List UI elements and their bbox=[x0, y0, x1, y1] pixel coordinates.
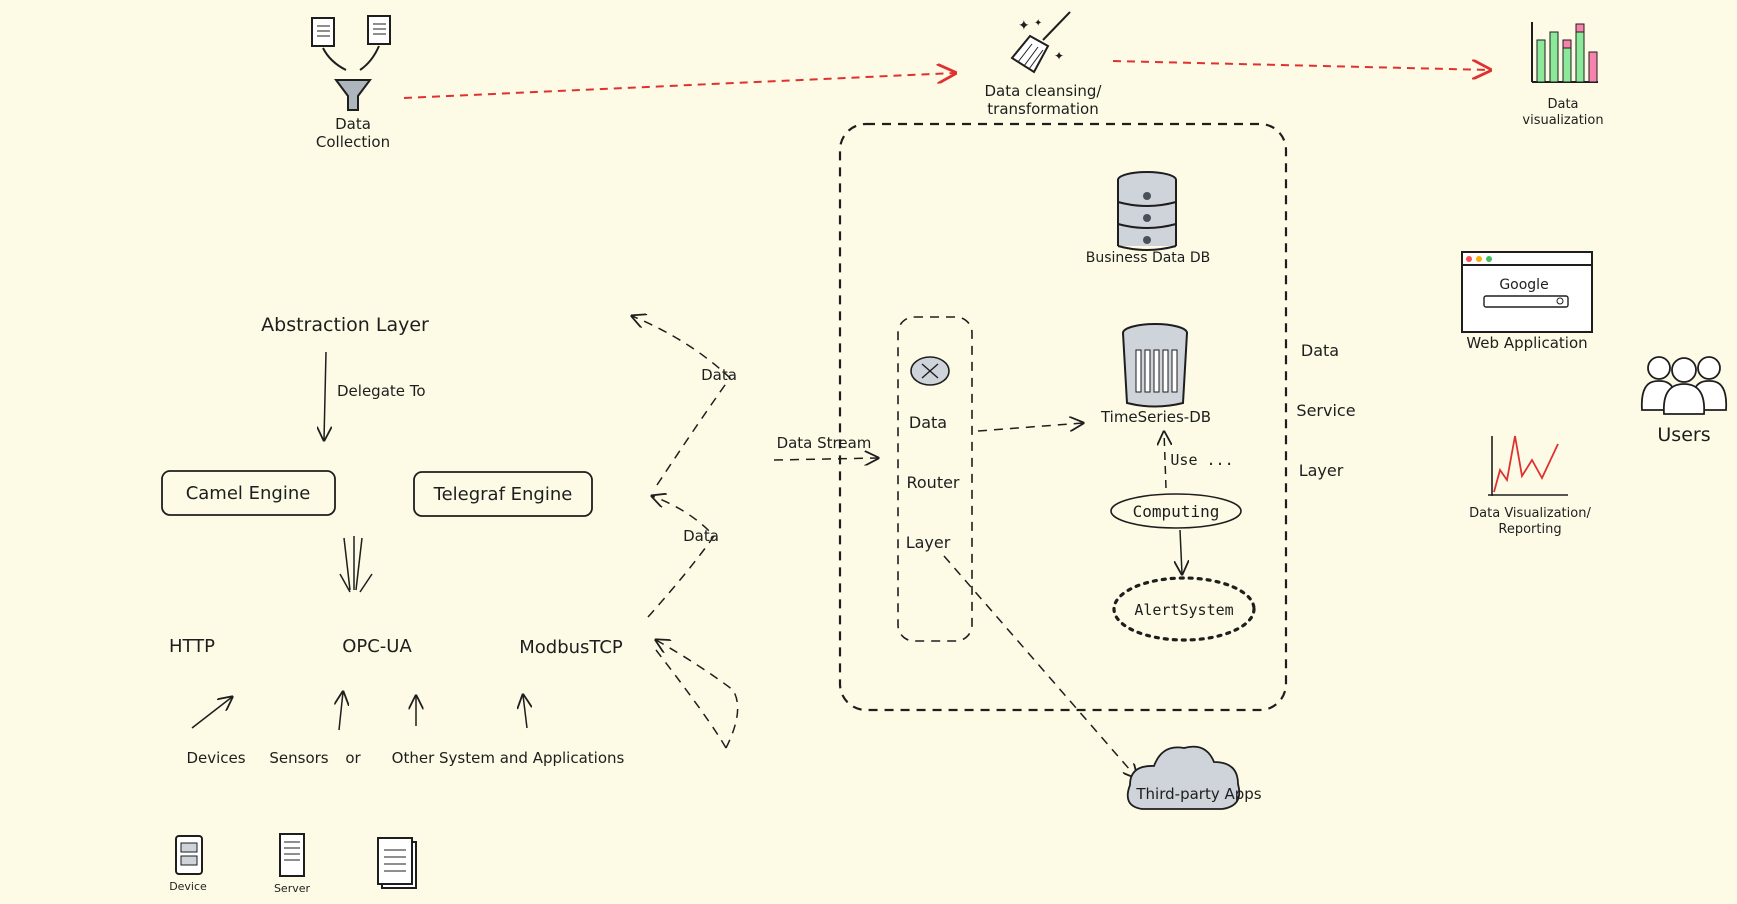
source-devices: Devices bbox=[186, 749, 245, 767]
arrow-router-to-timeseries bbox=[977, 423, 1083, 432]
documents-icon bbox=[377, 837, 417, 889]
arrow-data-stream bbox=[773, 458, 878, 460]
router-label-layer: Layer bbox=[906, 533, 951, 552]
data-service-boundary bbox=[838, 122, 1288, 712]
label-line: Collection bbox=[316, 133, 390, 151]
reporting-label: Data Visualization/Reporting bbox=[1469, 506, 1591, 537]
arrow-computing-to-alert bbox=[1180, 529, 1182, 574]
source-sensors: Sensors bbox=[269, 749, 328, 767]
alert-system-node bbox=[1112, 576, 1256, 642]
service-label-layer: Layer bbox=[1299, 461, 1344, 480]
arrow-collection-to-cleansing bbox=[403, 73, 955, 99]
arrow-devices bbox=[191, 697, 232, 729]
arrow-data-modbus bbox=[656, 640, 739, 749]
use-label: Use ... bbox=[1170, 451, 1233, 469]
telegraf-engine-label: Telegraf Engine bbox=[433, 484, 573, 505]
router-label-router: Router bbox=[906, 473, 959, 492]
cloud-icon bbox=[1126, 745, 1241, 810]
alert-system-label: AlertSystem bbox=[1134, 601, 1233, 619]
data-label-lower: Data bbox=[683, 527, 719, 545]
label-line: Data Visualization/ bbox=[1469, 506, 1591, 521]
reporting-chart-icon bbox=[1488, 435, 1568, 496]
arrow-router-to-thirdparty bbox=[943, 555, 1137, 778]
protocol-http: HTTP bbox=[169, 636, 215, 657]
svg-text:✦: ✦ bbox=[1054, 49, 1064, 63]
arrow-data-lower bbox=[647, 496, 715, 618]
arrow-sensors-1 bbox=[339, 692, 343, 731]
label-line: Data cleansing/ bbox=[985, 82, 1103, 100]
svg-text:✦: ✦ bbox=[1034, 18, 1042, 29]
service-label-service: Service bbox=[1296, 401, 1355, 420]
computing-label: Computing bbox=[1133, 502, 1220, 521]
source-or: or bbox=[345, 749, 361, 767]
router-box bbox=[897, 316, 973, 642]
cleansing-label: Data cleansing/transformation bbox=[985, 82, 1103, 118]
label-line: visualization bbox=[1522, 113, 1603, 128]
protocol-opcua: OPC-UA bbox=[342, 636, 412, 657]
service-label-data: Data bbox=[1301, 341, 1339, 360]
web-application-icon bbox=[1461, 251, 1593, 333]
delegate-to-label: Delegate To bbox=[337, 382, 426, 400]
third-party-label: Third-party Apps bbox=[1135, 785, 1261, 803]
device-icon bbox=[175, 835, 203, 875]
camel-engine-box bbox=[161, 470, 336, 516]
timeseries-db-icon bbox=[1122, 323, 1188, 408]
business-db-icon bbox=[1117, 171, 1177, 251]
data-label-upper: Data bbox=[701, 366, 737, 384]
business-db-label: Business Data DB bbox=[1086, 250, 1210, 266]
router-label-data: Data bbox=[909, 413, 947, 432]
server-label: Server bbox=[274, 882, 311, 895]
web-application-label: Web Application bbox=[1466, 334, 1587, 352]
users-label: Users bbox=[1657, 424, 1710, 446]
source-other: Other System and Applications bbox=[392, 749, 625, 767]
arrow-data-upper bbox=[632, 316, 731, 486]
label-line: Data bbox=[335, 115, 371, 133]
collection-icon bbox=[311, 15, 391, 111]
router-icon bbox=[910, 356, 950, 386]
computing-node bbox=[1110, 493, 1242, 529]
timeseries-db-label: TimeSeries-DB bbox=[1100, 408, 1211, 426]
label-line: transformation bbox=[987, 100, 1098, 118]
arrow-other bbox=[523, 695, 527, 729]
google-logo: Google bbox=[1499, 277, 1548, 293]
label-line: Reporting bbox=[1498, 522, 1561, 537]
telegraf-engine-box bbox=[413, 471, 593, 517]
users-icon bbox=[1640, 356, 1728, 415]
arrow-delegate bbox=[324, 351, 326, 440]
cleansing-broom-icon: ✦ ✦ ✦ bbox=[1010, 11, 1071, 74]
protocol-modbustcp: ModbusTCP bbox=[519, 637, 623, 658]
multi-down-arrow-icon bbox=[339, 536, 373, 593]
device-label: Device bbox=[169, 880, 207, 893]
camel-engine-label: Camel Engine bbox=[186, 483, 311, 504]
abstraction-layer-label: Abstraction Layer bbox=[261, 314, 429, 336]
svg-text:✦: ✦ bbox=[1018, 18, 1030, 34]
arrow-computing-to-timeseries bbox=[1164, 432, 1166, 489]
arrow-cleansing-to-visualization bbox=[1112, 61, 1490, 70]
data-stream-label: Data Stream bbox=[777, 434, 872, 452]
label-line: Data bbox=[1547, 97, 1578, 112]
visualization-chart-icon bbox=[1531, 22, 1598, 83]
server-icon bbox=[279, 833, 305, 877]
